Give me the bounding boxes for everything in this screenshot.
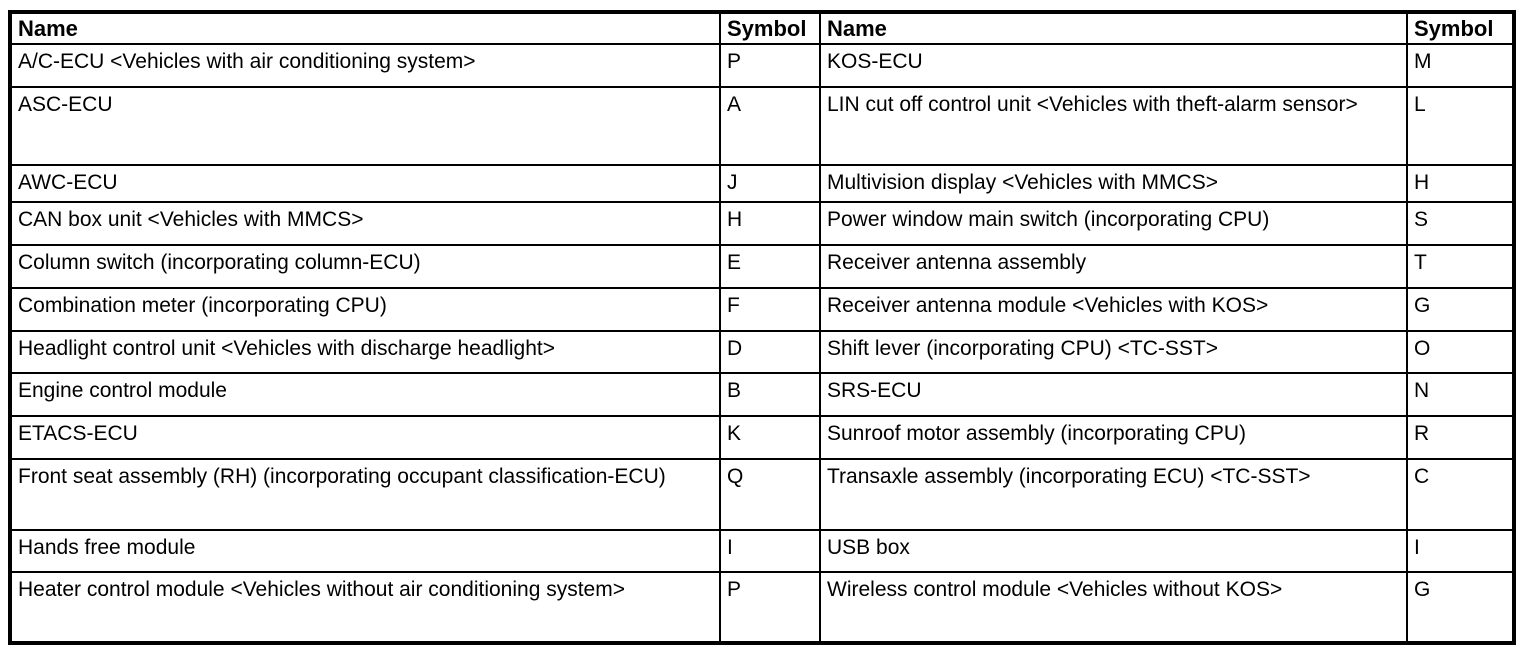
name-cell-left: ETACS-ECU (9, 415, 721, 460)
symbol-cell-left: J (719, 164, 821, 203)
table-row: Hands free module I USB box I (9, 529, 1515, 573)
name-cell-right: KOS-ECU (819, 43, 1408, 88)
name-cell-left: Combination meter (incorporating CPU) (9, 287, 721, 332)
name-cell-left: Heater control module <Vehicles without … (9, 571, 721, 644)
header-row: Name Symbol Name Symbol (9, 11, 1515, 45)
name-cell-right: Power window main switch (incorporating … (819, 201, 1408, 246)
table-row: Headlight control unit <Vehicles with di… (9, 330, 1515, 374)
column-header-symbol-right: Symbol (1406, 11, 1515, 45)
name-cell-right: Receiver antenna module <Vehicles with K… (819, 287, 1408, 332)
name-cell-right: Receiver antenna assembly (819, 244, 1408, 289)
name-cell-right: Shift lever (incorporating CPU) <TC-SST> (819, 330, 1408, 374)
name-cell-left: Front seat assembly (RH) (incorporating … (9, 458, 721, 531)
symbol-cell-left: E (719, 244, 821, 289)
table-row: A/C-ECU <Vehicles with air conditioning … (9, 43, 1515, 88)
name-cell-left: Hands free module (9, 529, 721, 573)
name-cell-left: ASC-ECU (9, 86, 721, 166)
name-cell-left: Engine control module (9, 372, 721, 417)
table-row: AWC-ECU J Multivision display <Vehicles … (9, 164, 1515, 203)
symbol-cell-right: M (1406, 43, 1515, 88)
table-row: CAN box unit <Vehicles with MMCS> H Powe… (9, 201, 1515, 246)
symbol-cell-left: F (719, 287, 821, 332)
name-cell-left: AWC-ECU (9, 164, 721, 203)
symbol-cell-right: L (1406, 86, 1515, 166)
symbol-cell-left: P (719, 571, 821, 644)
symbol-cell-right: I (1406, 529, 1515, 573)
symbol-cell-left: I (719, 529, 821, 573)
table-row: Column switch (incorporating column-ECU)… (9, 244, 1515, 289)
symbol-cell-right: G (1406, 287, 1515, 332)
symbol-cell-left: Q (719, 458, 821, 531)
table-row: Heater control module <Vehicles without … (9, 571, 1515, 644)
symbol-cell-right: N (1406, 372, 1515, 417)
name-cell-right: SRS-ECU (819, 372, 1408, 417)
table-row: Engine control module B SRS-ECU N (9, 372, 1515, 417)
symbol-cell-right: R (1406, 415, 1515, 460)
symbol-cell-right: O (1406, 330, 1515, 374)
name-cell-left: Column switch (incorporating column-ECU) (9, 244, 721, 289)
symbol-cell-right: C (1406, 458, 1515, 531)
symbol-cell-right: G (1406, 571, 1515, 644)
symbol-cell-right: S (1406, 201, 1515, 246)
column-header-name-left: Name (9, 11, 721, 45)
symbol-cell-left: H (719, 201, 821, 246)
table-row: ASC-ECU A LIN cut off control unit <Vehi… (9, 86, 1515, 166)
name-cell-left: A/C-ECU <Vehicles with air conditioning … (9, 43, 721, 88)
name-cell-right: USB box (819, 529, 1408, 573)
table-row: Front seat assembly (RH) (incorporating … (9, 458, 1515, 531)
column-header-name-right: Name (819, 11, 1408, 45)
symbol-cell-left: P (719, 43, 821, 88)
symbol-cell-right: H (1406, 164, 1515, 203)
name-cell-left: CAN box unit <Vehicles with MMCS> (9, 201, 721, 246)
name-cell-right: Multivision display <Vehicles with MMCS> (819, 164, 1408, 203)
symbol-cell-left: A (719, 86, 821, 166)
name-cell-right: Transaxle assembly (incorporating ECU) <… (819, 458, 1408, 531)
symbol-cell-right: T (1406, 244, 1515, 289)
table-row: ETACS-ECU K Sunroof motor assembly (inco… (9, 415, 1515, 460)
symbol-cell-left: B (719, 372, 821, 417)
name-cell-right: Wireless control module <Vehicles withou… (819, 571, 1408, 644)
column-header-symbol-left: Symbol (719, 11, 821, 45)
symbol-cell-left: K (719, 415, 821, 460)
symbol-cell-left: D (719, 330, 821, 374)
ecu-symbol-table: Name Symbol Name Symbol A/C-ECU <Vehicle… (8, 10, 1516, 645)
name-cell-right: Sunroof motor assembly (incorporating CP… (819, 415, 1408, 460)
name-cell-left: Headlight control unit <Vehicles with di… (9, 330, 721, 374)
name-cell-right: LIN cut off control unit <Vehicles with … (819, 86, 1408, 166)
table-row: Combination meter (incorporating CPU) F … (9, 287, 1515, 332)
